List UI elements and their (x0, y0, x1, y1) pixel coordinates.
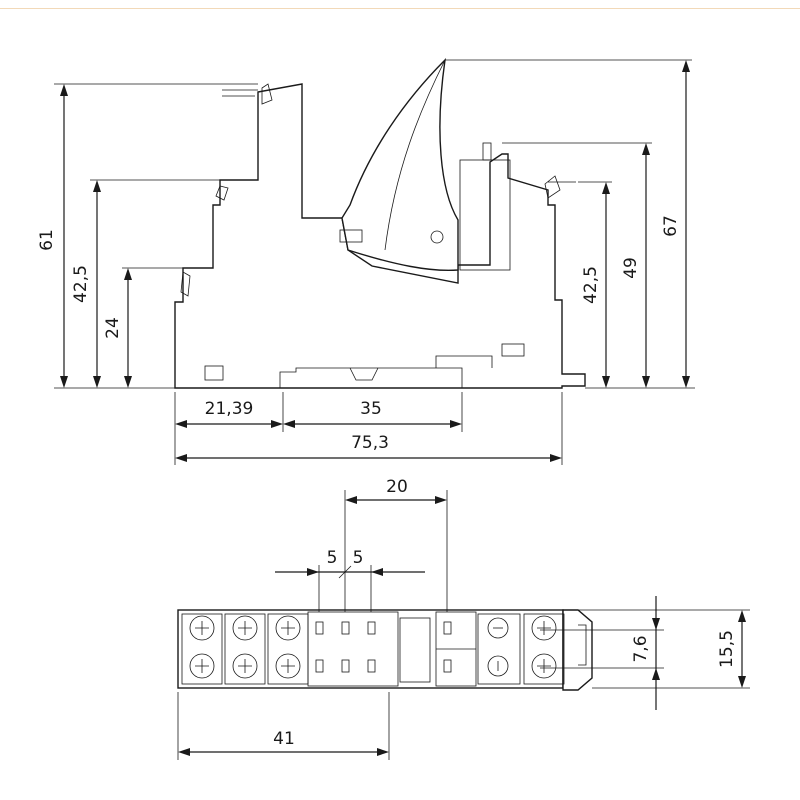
terminal-top-left (222, 83, 273, 105)
label-42-5-left: 42,5 (71, 265, 91, 303)
dim-21-39: 21,39 (175, 399, 283, 428)
label-24: 24 (103, 317, 123, 339)
label-21-39: 21,39 (205, 399, 254, 419)
label-75-3: 75,3 (351, 433, 389, 453)
label-42-5-right: 42,5 (581, 266, 601, 304)
end-clip-slot (578, 624, 587, 666)
terminal-mid-left (215, 185, 229, 201)
dim-75-3: 75,3 (175, 433, 562, 462)
top-outline (177, 609, 564, 689)
latch-housing (435, 355, 493, 368)
label-5-right: 5 (353, 548, 364, 568)
dim-61: 61 (37, 84, 68, 388)
vent-right (501, 343, 525, 357)
dim-35: 35 (283, 399, 462, 428)
label-20: 20 (386, 477, 408, 497)
side-view: 61 42,5 24 42,5 49 67 (37, 58, 695, 465)
dim-15-5: 15,5 (717, 610, 746, 688)
clip-inner-line (384, 59, 446, 251)
din-notch (349, 367, 379, 381)
dim-41: 41 (178, 729, 389, 756)
dim-42-5-right: 42,5 (581, 182, 610, 388)
label-49: 49 (621, 257, 641, 279)
clip-tab (339, 229, 363, 243)
terminal-top-right (544, 175, 576, 199)
label-7-6: 7,6 (631, 635, 651, 662)
screw-terminals-right (477, 613, 565, 685)
header-rule (0, 8, 800, 9)
dim-7-6: 7,6 (631, 596, 660, 710)
dim-5-5: 5 5 (275, 548, 425, 579)
label-41: 41 (273, 729, 295, 749)
label-15-5: 15,5 (717, 630, 737, 668)
dim-67: 67 (661, 60, 690, 388)
side-extension-lines (54, 59, 695, 465)
dim-49: 49 (621, 143, 650, 388)
retaining-clip (341, 58, 459, 272)
label-67: 67 (661, 215, 681, 237)
module-pin (482, 142, 492, 161)
relay-pin-area (307, 611, 477, 687)
dim-20: 20 (345, 477, 447, 504)
dim-24: 24 (103, 268, 132, 388)
clip-pivot (430, 230, 444, 244)
label-61: 61 (37, 229, 57, 251)
dim-42-5-left: 42,5 (71, 180, 101, 388)
din-rail-slot (279, 367, 463, 388)
end-clip (562, 609, 593, 691)
terminal-low-left (180, 271, 191, 297)
label-5-left: 5 (327, 548, 338, 568)
vent-left (204, 365, 224, 381)
label-35: 35 (360, 399, 382, 419)
top-view: 20 5 5 7,6 15,5 41 (177, 477, 750, 760)
